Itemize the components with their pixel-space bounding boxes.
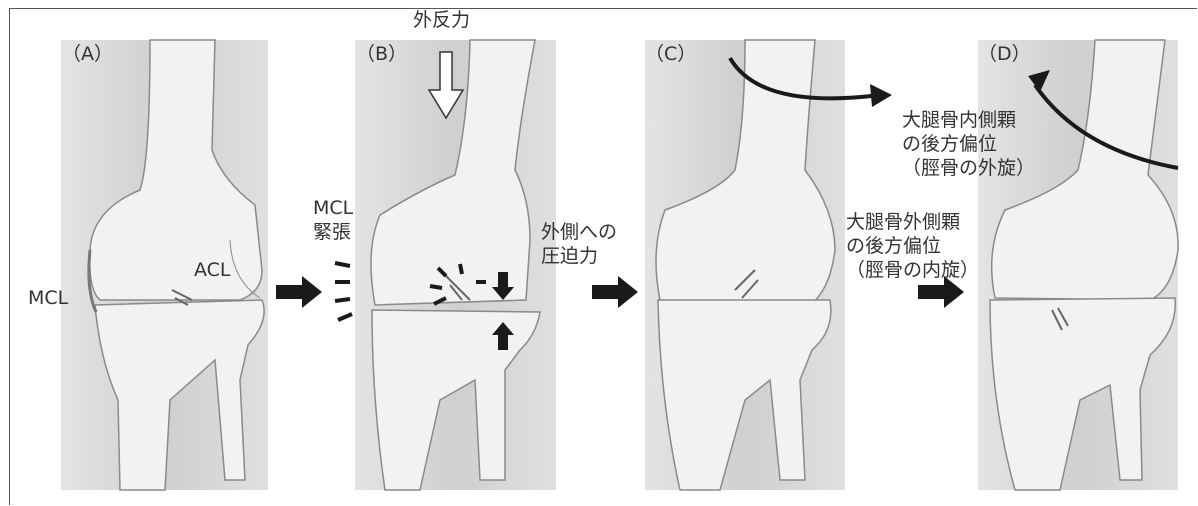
panel-b-label: （B）	[356, 42, 407, 66]
panel-a-illustration	[61, 40, 268, 490]
right-arrow-icon	[276, 276, 322, 308]
lateral-condyle-line2: の後方偏位	[846, 234, 979, 258]
valgus-force-label: 外反力	[413, 8, 470, 32]
panel-b-illustration	[355, 40, 556, 490]
lateral-condyle-label: 大腿骨外側顆 の後方偏位 （脛骨の内旋）	[846, 210, 979, 282]
lateral-condyle-line3: （脛骨の内旋）	[846, 258, 979, 282]
mcl-tension-label: MCL 緊張	[313, 196, 353, 244]
lateral-condyle-line1: 大腿骨外側顆	[846, 210, 979, 234]
panel-c-label: （C）	[645, 42, 696, 66]
panel-a-label: （A）	[62, 42, 113, 66]
panel-d-label: （D）	[978, 42, 1031, 66]
mcl-label: MCL	[28, 286, 68, 310]
medial-condyle-label: 大腿骨内側顆 の後方偏位 （脛骨の外旋）	[902, 108, 1035, 180]
lateral-compression-line2: 圧迫力	[541, 244, 617, 268]
right-arrow-icon	[592, 276, 638, 308]
panel-c-illustration	[645, 40, 845, 490]
mcl-tension-line1: MCL	[313, 196, 353, 220]
lateral-compression-line1: 外側への	[541, 220, 617, 244]
lateral-compression-label: 外側への 圧迫力	[541, 220, 617, 268]
medial-condyle-line2: の後方偏位	[902, 132, 1035, 156]
mcl-tension-line2: 緊張	[313, 220, 353, 244]
medial-condyle-line1: 大腿骨内側顆	[902, 108, 1035, 132]
acl-label: ACL	[194, 258, 231, 282]
medial-condyle-line3: （脛骨の外旋）	[902, 156, 1035, 180]
curved-arrow-head-icon	[870, 84, 892, 107]
